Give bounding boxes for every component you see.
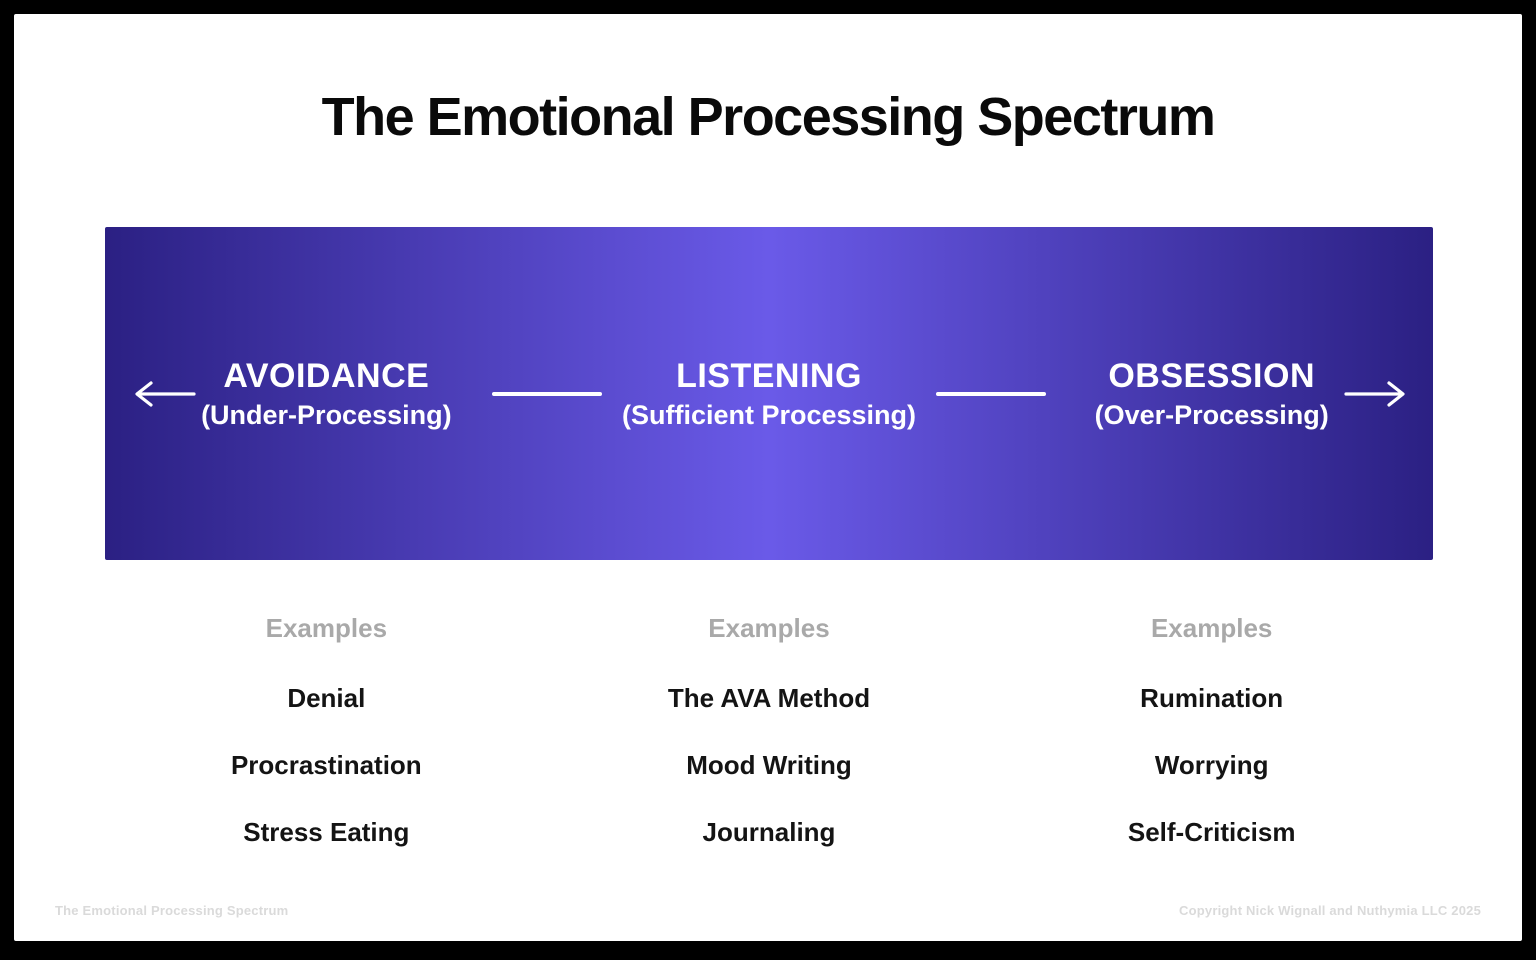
spectrum-section-avoidance: AVOIDANCE (Under-Processing) xyxy=(105,359,548,429)
examples-heading: Examples xyxy=(708,613,830,643)
left-arrow-icon xyxy=(135,380,196,407)
example-item: Mood Writing xyxy=(686,750,852,780)
page-title: The Emotional Processing Spectrum xyxy=(321,87,1216,147)
spectrum-band: AVOIDANCE (Under-Processing) LISTENING (… xyxy=(105,227,1433,560)
example-item: Rumination xyxy=(1140,683,1284,713)
section-subtitle: (Over-Processing) xyxy=(1094,399,1329,430)
footer-title: The Emotional Processing Spectrum xyxy=(55,903,289,918)
example-item: The AVA Method xyxy=(667,683,871,713)
example-item: Worrying xyxy=(1154,750,1269,780)
connector-line xyxy=(492,391,603,396)
example-item: Self-Criticism xyxy=(1127,817,1296,847)
example-item: Denial xyxy=(287,683,366,713)
right-arrow-icon xyxy=(1344,380,1405,407)
examples-heading: Examples xyxy=(1150,613,1273,643)
section-name: LISTENING xyxy=(676,356,862,395)
spectrum-section-listening: LISTENING (Sufficient Processing) xyxy=(548,359,991,429)
example-item: Journaling xyxy=(702,817,836,847)
example-item: Stress Eating xyxy=(243,817,410,847)
section-subtitle: (Under-Processing) xyxy=(201,399,452,430)
examples-column-listening: Examples The AVA Method Mood Writing Jou… xyxy=(548,615,991,886)
section-subtitle: (Sufficient Processing) xyxy=(621,399,917,430)
spectrum-section-obsession: OBSESSION (Over-Processing) xyxy=(990,359,1433,429)
examples-column-obsession: Examples Rumination Worrying Self-Critic… xyxy=(990,615,1433,886)
examples-heading: Examples xyxy=(265,613,388,643)
examples-column-avoidance: Examples Denial Procrastination Stress E… xyxy=(105,615,548,886)
section-name: AVOIDANCE xyxy=(223,356,430,395)
connector-line xyxy=(935,391,1046,396)
example-item: Procrastination xyxy=(230,750,422,780)
slide-canvas: The Emotional Processing Spectrum AVOIDA… xyxy=(14,14,1522,941)
examples-section: Examples Denial Procrastination Stress E… xyxy=(105,615,1433,886)
footer-copyright: Copyright Nick Wignall and Nuthymia LLC … xyxy=(1179,903,1481,918)
section-name: OBSESSION xyxy=(1108,356,1316,395)
